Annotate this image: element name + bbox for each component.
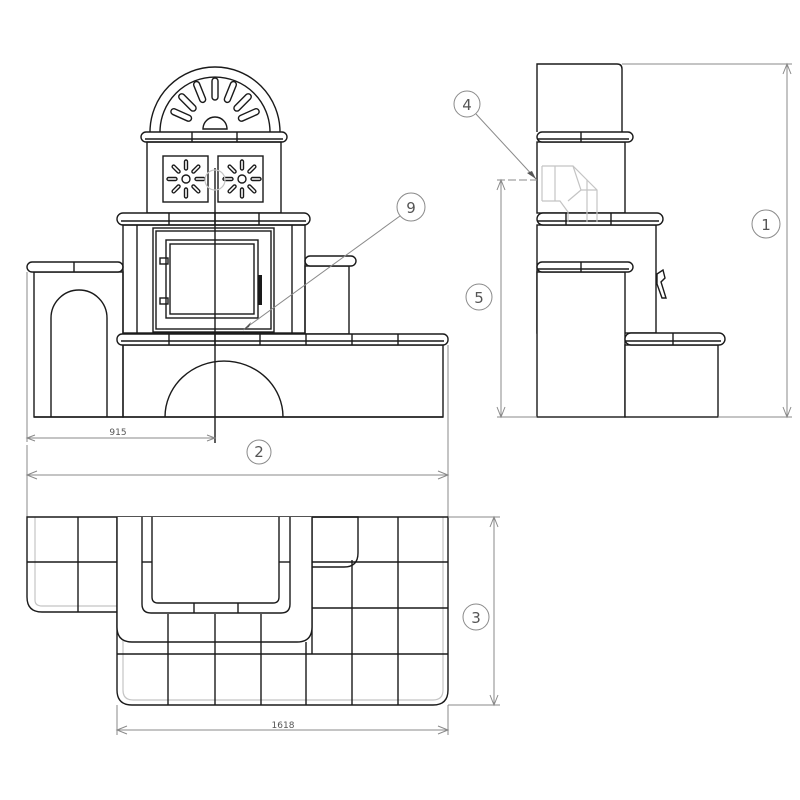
side-base-cornice	[624, 332, 726, 346]
callout-9-circle	[396, 192, 426, 222]
callout-5: 5	[474, 289, 484, 307]
flue-elbow-hidden	[541, 165, 598, 222]
leader-9	[242, 215, 401, 331]
firebox-body	[122, 224, 306, 334]
callout-4: 4	[462, 96, 472, 114]
side-chimney	[536, 63, 623, 132]
base-arch	[164, 360, 284, 418]
leader-4	[475, 113, 537, 180]
callout-2-circle	[246, 439, 272, 465]
plan-firebox	[151, 517, 280, 604]
dome	[149, 66, 281, 133]
right-bench-cornice	[304, 255, 357, 267]
dimension-1618: 1618	[272, 721, 295, 731]
sun-rays	[170, 77, 260, 130]
front-view	[26, 66, 449, 443]
callout-3: 3	[471, 609, 481, 627]
plan-dimensions: 1618 3	[115, 515, 500, 735]
side-view	[536, 63, 726, 418]
right-bench	[304, 265, 350, 335]
door-handle	[258, 275, 262, 305]
side-middle-cornice	[536, 212, 664, 226]
callout-1: 1	[761, 216, 771, 234]
callout-5-circle	[465, 283, 493, 311]
callout-4-circle	[453, 90, 481, 118]
middle-cornice	[116, 212, 311, 226]
front-dimensions: 915 2 9	[25, 192, 450, 517]
top-cornice	[140, 131, 288, 143]
callout-2: 2	[254, 443, 264, 461]
decor-panels	[162, 155, 264, 203]
side-dimensions: 1 5 4	[453, 62, 792, 419]
callout-1-circle	[751, 209, 781, 239]
left-bench-cornice	[26, 261, 124, 273]
base	[122, 344, 444, 418]
plan-view	[26, 516, 449, 706]
left-bench	[33, 271, 124, 418]
side-door-handle	[656, 268, 667, 299]
side-top-cornice	[536, 131, 634, 143]
callout-3-circle	[462, 603, 490, 631]
dome-inner	[159, 76, 271, 133]
dimension-915: 915	[109, 428, 126, 438]
base-cornice	[116, 333, 449, 346]
left-arch	[50, 289, 108, 417]
side-bench-cornice	[536, 261, 634, 273]
firebox-door	[152, 227, 275, 333]
callout-9: 9	[406, 199, 416, 217]
plan-outline	[26, 516, 449, 706]
